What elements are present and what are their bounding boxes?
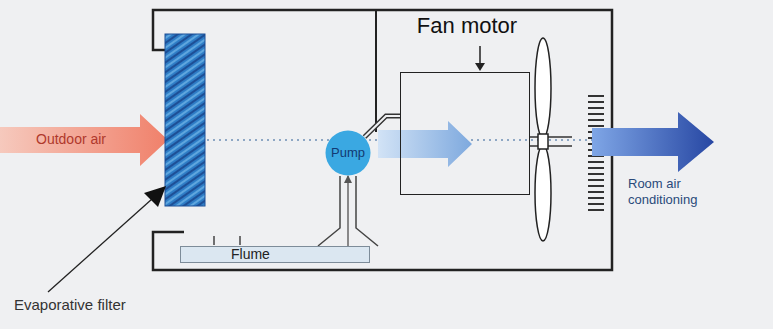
grille-slat — [588, 179, 604, 181]
grille-slat — [588, 191, 604, 193]
grille-slat — [588, 101, 604, 103]
grille-slat — [588, 107, 604, 109]
node-text: Flume — [231, 247, 369, 262]
node-text: Pump — [331, 146, 365, 160]
pointer-line — [479, 46, 481, 64]
cable-core — [365, 116, 401, 137]
grille-slat — [588, 161, 604, 163]
pointer-head — [475, 63, 485, 71]
power-cable — [365, 116, 401, 137]
pump-intake-pipe — [318, 176, 378, 246]
motor-box: Fan motor — [400, 14, 534, 195]
grille-slat — [588, 209, 604, 211]
callout-label: Evaporative filter — [14, 296, 126, 314]
grille-slat — [588, 125, 604, 127]
grille-slat — [588, 173, 604, 175]
air-label: Room air conditioning — [628, 176, 720, 207]
pump-circle: Pump — [325, 130, 371, 176]
fan-blade — [535, 38, 551, 138]
fan-shaft — [530, 136, 572, 138]
inner-wall — [375, 10, 377, 132]
fan-hub — [538, 134, 548, 149]
leader-head — [144, 186, 166, 207]
outdoor-air-arrow — [0, 114, 168, 166]
grille-slat — [588, 95, 604, 97]
grille-slat — [588, 167, 604, 169]
drip-mark — [213, 236, 215, 245]
room-air-arrow — [592, 112, 714, 172]
fan-shaft — [530, 145, 572, 147]
evaporative-filter — [165, 34, 205, 206]
air-label: Outdoor air — [36, 131, 106, 148]
drip-mark — [239, 236, 241, 245]
grille-slat — [588, 185, 604, 187]
grille-slat — [588, 203, 604, 205]
motor-housing — [400, 72, 530, 195]
leader-line — [48, 199, 152, 292]
grille-slat — [588, 113, 604, 115]
fan-blade — [535, 145, 551, 241]
housing-outline — [153, 10, 612, 270]
airflow-arrow — [378, 121, 472, 167]
grille-slat — [588, 197, 604, 199]
water-pipe-flow — [347, 176, 349, 246]
grille-slat — [588, 119, 604, 121]
flume-tray: Flume — [180, 246, 370, 263]
node-text: Fan motor — [400, 14, 534, 38]
